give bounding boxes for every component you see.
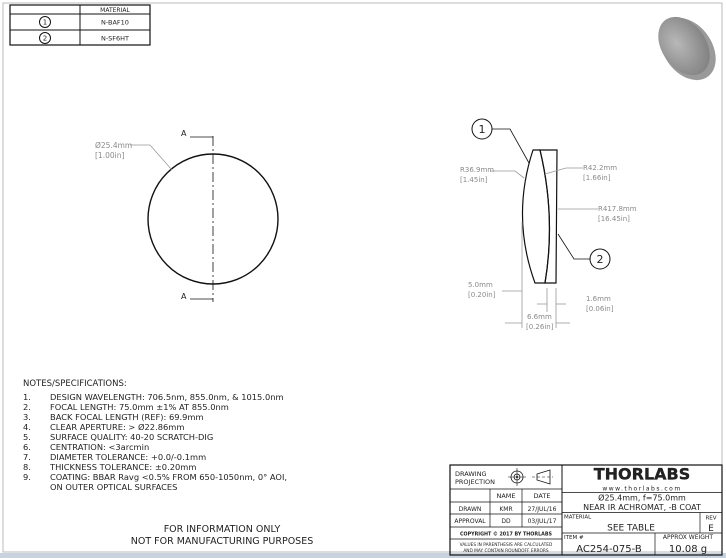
item-label: ITEM # bbox=[564, 535, 584, 541]
disclaimer-line-1: FOR INFORMATION ONLY bbox=[164, 524, 281, 535]
note-number: 4. bbox=[23, 422, 31, 432]
description-line-2: NEAR IR ACHROMAT, -B COAT bbox=[583, 503, 701, 512]
material-value: SEE TABLE bbox=[607, 524, 655, 534]
date-header: DATE bbox=[534, 492, 551, 500]
r2-in: [1.66in] bbox=[583, 174, 611, 182]
side-view: 1 2 R36.9mm [1.45in] R42.2mm [1.66in] R4… bbox=[460, 118, 637, 331]
diameter-in: [1.00in] bbox=[95, 151, 124, 160]
thickness-2-in: [0.06in] bbox=[586, 305, 614, 313]
lens-3d-image bbox=[658, 16, 716, 81]
rev-value: E bbox=[708, 524, 714, 534]
title-block: DRAWING PROJECTION NAME DATE DRAWN KMR 2… bbox=[449, 464, 723, 556]
rev-label: REV bbox=[705, 516, 716, 522]
note-number: 8. bbox=[23, 462, 31, 472]
r3-in: [16.45in] bbox=[598, 215, 630, 223]
values-note: VALUES IN PARENTHESIS ARE CALCULATED bbox=[460, 542, 553, 548]
drawn-label: DRAWN bbox=[459, 506, 482, 513]
section-label-top: A bbox=[181, 129, 187, 138]
diameter-mm: Ø25.4mm bbox=[95, 141, 132, 150]
note-number: 6. bbox=[23, 442, 31, 452]
balloon-2-icon bbox=[39, 32, 51, 44]
thickness-2-mm: 1.6mm bbox=[586, 295, 611, 303]
weight-value: 10.08 g bbox=[669, 544, 707, 555]
website: www.thorlabs.com bbox=[602, 486, 681, 493]
drawn-date: 27/JUL/16 bbox=[528, 506, 557, 513]
material-value: N-SF6HT bbox=[101, 35, 129, 43]
approval-name: DD bbox=[501, 518, 511, 525]
r3-mm: R417.8mm bbox=[598, 205, 637, 213]
balloon-label: 1 bbox=[479, 123, 486, 136]
total-thickness-in: [0.26in] bbox=[526, 323, 554, 331]
material-table: MATERIAL 1 N-BAF10 2 N-SF6HT bbox=[9, 4, 151, 46]
approval-date: 03/JUL/17 bbox=[528, 518, 557, 525]
name-header: NAME bbox=[496, 492, 515, 500]
note-text: CENTRATION: <3arcmin bbox=[50, 442, 149, 452]
notes-title: NOTES/SPECIFICATIONS: bbox=[23, 379, 127, 389]
thorlabs-logo: THORLABS bbox=[594, 465, 691, 484]
note-text: FOCAL LENGTH: 75.0mm ±1% AT 855.0nm bbox=[50, 402, 229, 412]
note-text: BACK FOCAL LENGTH (REF): 69.9mm bbox=[50, 412, 204, 422]
bottom-bar bbox=[0, 553, 726, 558]
note-text: DIAMETER TOLERANCE: +0.0/-0.1mm bbox=[50, 452, 206, 462]
material-header: MATERIAL bbox=[100, 7, 130, 14]
description-line-1: Ø25.4mm, f=75.0mm bbox=[598, 493, 686, 503]
first-angle-projection-icon bbox=[508, 468, 553, 486]
thickness-1-in: [0.20in] bbox=[468, 291, 496, 299]
note-number: 9. bbox=[23, 472, 31, 482]
balloon-label: 2 bbox=[597, 253, 604, 266]
material-label: MATERIAL bbox=[564, 515, 592, 521]
note-number: 2. bbox=[23, 402, 31, 412]
note-number: 3. bbox=[23, 412, 31, 422]
section-label-bottom: A bbox=[181, 292, 187, 301]
note-text: SURFACE QUALITY: 40-20 SCRATCH-DIG bbox=[50, 432, 213, 442]
note-text: COATING: BBAR Ravg <0.5% FROM 650-1050nm… bbox=[50, 472, 287, 482]
drawn-name: KMR bbox=[499, 506, 512, 513]
weight-label: APPROX WEIGHT bbox=[663, 534, 714, 541]
material-value: N-BAF10 bbox=[101, 19, 129, 27]
balloon-label: 2 bbox=[43, 35, 47, 43]
total-thickness-mm: 6.6mm bbox=[527, 313, 552, 321]
approval-label: APPROVAL bbox=[454, 518, 486, 525]
note-number: 5. bbox=[23, 432, 31, 442]
note-text: DESIGN WAVELENGTH: 706.5nm, 855.0nm, & 1… bbox=[50, 392, 284, 402]
note-text: THICKNESS TOLERANCE: ±0.20mm bbox=[49, 462, 196, 472]
r2-mm: R42.2mm bbox=[583, 164, 617, 172]
r1-in: [1.45in] bbox=[460, 176, 488, 184]
note-text: ON OUTER OPTICAL SURFACES bbox=[50, 482, 177, 492]
note-number: 1. bbox=[23, 392, 31, 402]
balloon-label: 1 bbox=[43, 19, 47, 27]
disclaimer-line-2: NOT FOR MANUFACTURING PURPOSES bbox=[131, 536, 313, 547]
balloon-1-icon bbox=[39, 16, 51, 28]
r1-mm: R36.9mm bbox=[460, 166, 494, 174]
note-number: 7. bbox=[23, 452, 31, 462]
projection-label: DRAWING bbox=[455, 470, 487, 478]
copyright: COPYRIGHT © 2017 BY THORLABS bbox=[460, 532, 552, 538]
projection-label: PROJECTION bbox=[455, 478, 495, 486]
thickness-1-mm: 5.0mm bbox=[468, 281, 493, 289]
item-number: AC254-075-B bbox=[576, 544, 642, 555]
values-note: AND MAY CONTAIN ROUNDOFF ERRORS bbox=[463, 548, 549, 554]
front-view: A A Ø25.4mm [1.00in] bbox=[95, 129, 279, 302]
note-text: CLEAR APERTURE: > Ø22.86mm bbox=[50, 422, 184, 432]
element-2-section bbox=[539, 149, 558, 284]
notes: NOTES/SPECIFICATIONS: 1. DESIGN WAVELENGT… bbox=[23, 379, 287, 492]
